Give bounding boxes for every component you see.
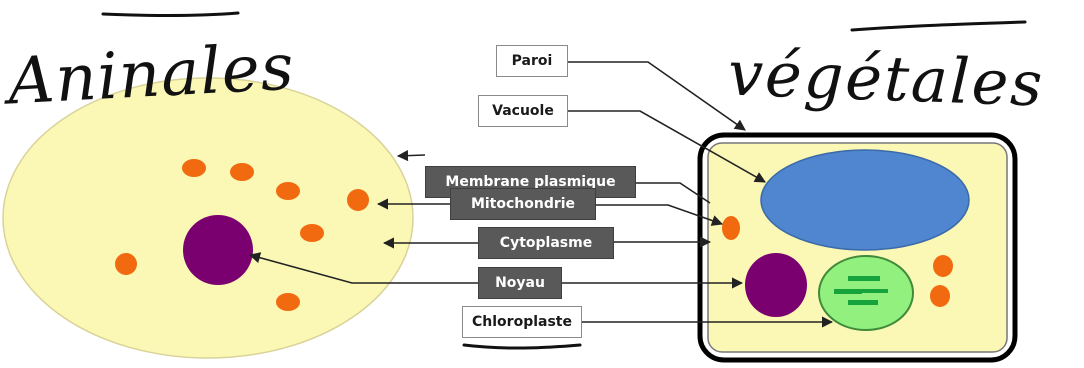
heading-overline-animal xyxy=(103,13,238,15)
mitochondrion xyxy=(722,216,740,240)
heading-vegetal: végétales xyxy=(727,37,1046,121)
label-paroi: Paroi xyxy=(496,45,568,77)
mitochondrion xyxy=(230,163,254,181)
mitochondrion xyxy=(930,285,950,307)
mitochondrion xyxy=(347,189,369,211)
mitochondrion xyxy=(182,159,206,177)
mitochondrion xyxy=(276,293,300,311)
label-vacuole: Vacuole xyxy=(478,95,568,127)
heading-animal: Aninales xyxy=(6,31,296,120)
animal-nucleus xyxy=(183,215,253,285)
label-mitochondrie: Mitochondrie xyxy=(450,188,596,220)
label-cytoplasme: Cytoplasme xyxy=(478,227,614,259)
plant-vacuole xyxy=(761,150,969,250)
heading-overline-vegetal xyxy=(852,22,1025,30)
mitochondrion xyxy=(276,182,300,200)
label-noyau: Noyau xyxy=(478,267,562,299)
plant-nucleus xyxy=(745,253,807,317)
label-chloroplaste: Chloroplaste xyxy=(462,306,582,338)
mitochondrion xyxy=(115,253,137,275)
mitochondrion xyxy=(300,224,324,242)
chloroplaste-underline xyxy=(464,345,580,348)
mitochondrion xyxy=(933,255,953,277)
leader-membrane-left xyxy=(398,155,425,156)
